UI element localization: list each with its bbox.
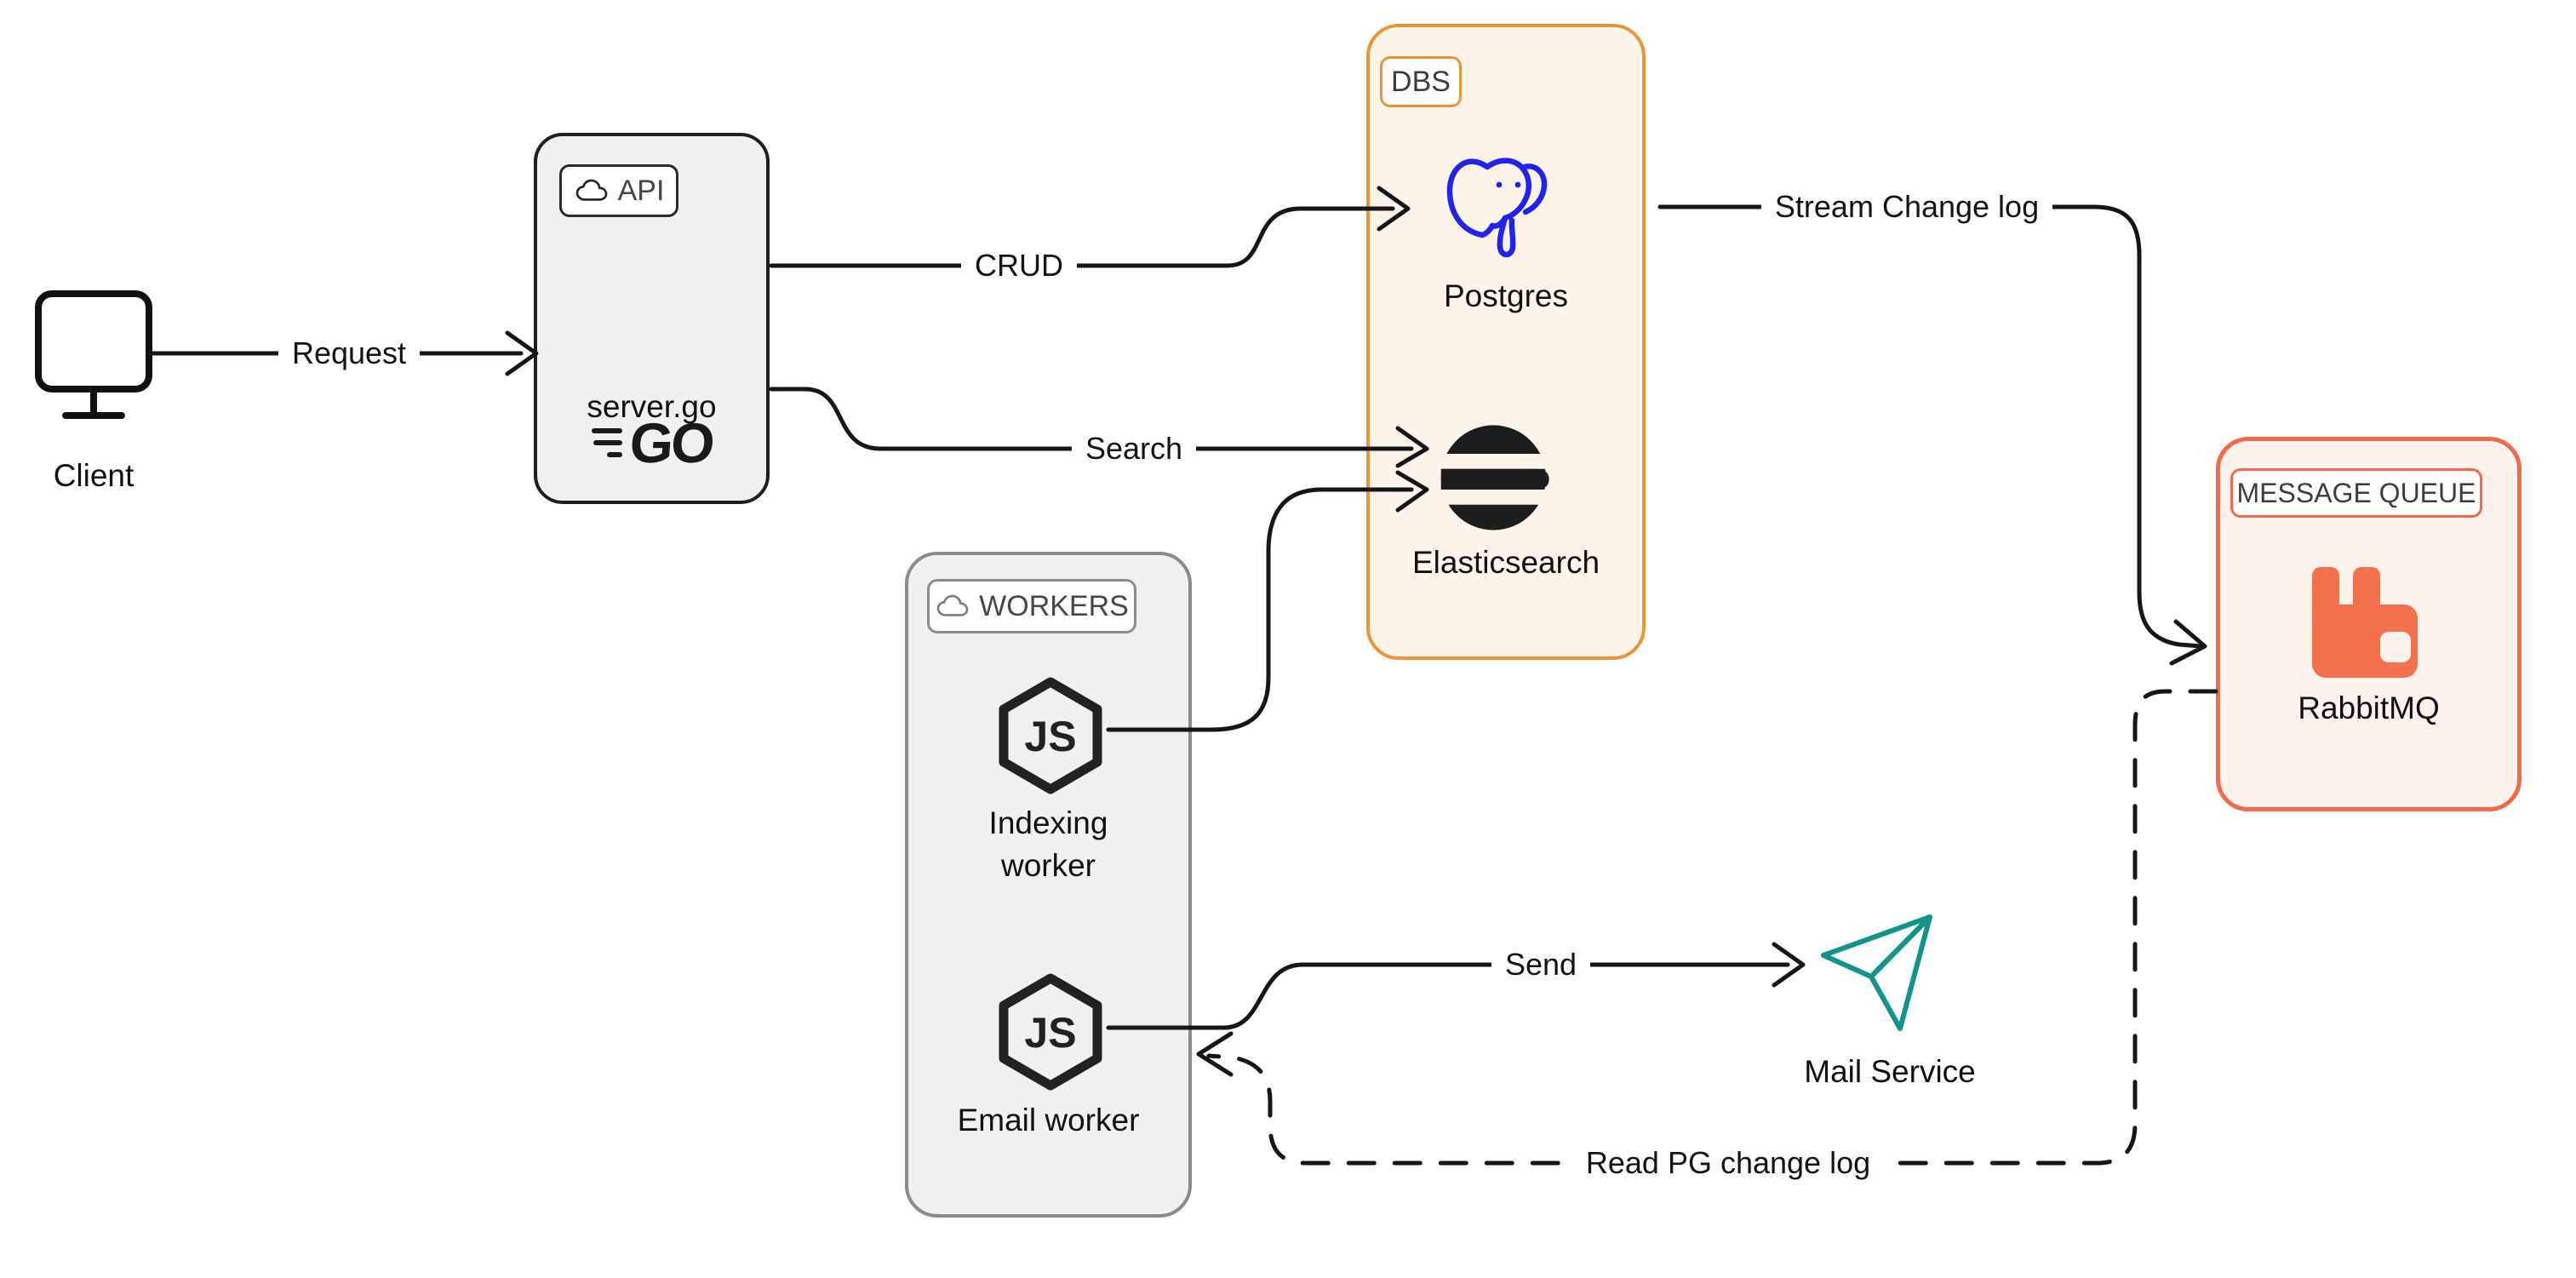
rabbitmq-icon — [2312, 567, 2418, 678]
elasticsearch-icon — [1438, 425, 1557, 530]
api-file-label: server.go — [587, 389, 717, 424]
paper-plane-icon — [1821, 914, 1932, 1031]
edge-send-arrowhead-icon — [1772, 942, 1806, 988]
dbs-badge-label: DBS — [1391, 65, 1451, 98]
postgres-label: Postgres — [1443, 278, 1568, 313]
cloud-icon — [936, 594, 969, 616]
nodejs-icon-text: JS — [1024, 713, 1076, 760]
postgres-elephant-icon — [1446, 158, 1548, 258]
workers-badge: WORKERS — [927, 579, 1136, 633]
api-badge: API — [559, 164, 678, 217]
indexing-worker-label-line1: Indexing — [988, 805, 1108, 840]
go-speed-lines-icon — [591, 428, 622, 457]
edge-read-pg-label: Read PG change log — [1571, 1143, 1885, 1183]
nodejs-icon: JS — [999, 973, 1102, 1091]
elasticsearch-label: Elasticsearch — [1411, 545, 1600, 580]
mq-badge-label: MESSAGE QUEUE — [2236, 477, 2476, 508]
go-logo: GO — [537, 411, 766, 474]
go-logo-text: GO — [627, 411, 714, 474]
rabbitmq-label: RabbitMQ — [2298, 691, 2440, 725]
cloud-icon — [575, 179, 607, 201]
edge-stream-line — [1657, 204, 2204, 649]
indexing-worker-label: Indexing worker — [908, 802, 1188, 887]
edge-read-pg-arrowhead-icon — [1196, 1031, 1234, 1077]
edge-request-arrowhead-icon — [505, 330, 539, 376]
edge-read-pg-line — [1206, 689, 2218, 1166]
edge-send-line — [1106, 962, 1790, 1030]
monitor-icon — [35, 290, 152, 419]
edge-send-label: Send — [1491, 945, 1591, 984]
node-mq-group: MESSAGE QUEUE RabbitMQ — [2216, 437, 2522, 811]
edge-crud-line — [769, 206, 1395, 268]
client-label: Client — [53, 458, 135, 493]
mq-badge: MESSAGE QUEUE — [2230, 468, 2482, 518]
edge-search-label: Search — [1071, 429, 1197, 468]
dbs-badge: DBS — [1380, 56, 1462, 107]
email-worker-label: Email worker — [957, 1103, 1140, 1138]
node-dbs-group: DBS Postgres Elasticsearch — [1366, 24, 1646, 660]
indexing-worker-label-line2: worker — [1000, 848, 1096, 883]
edge-stream-arrowhead-icon — [2169, 619, 2207, 666]
nodejs-icon: JS — [999, 677, 1102, 794]
edge-request-label: Request — [278, 334, 421, 373]
node-api-group: API GO server.go — [534, 133, 770, 504]
nodejs-icon-text: JS — [1024, 1009, 1076, 1057]
workers-badge-label: WORKERS — [979, 589, 1129, 622]
edge-stream-label: Stream Change log — [1760, 187, 2053, 226]
node-workers-group: WORKERS JS Indexing worker JS Email work… — [905, 552, 1192, 1218]
mail-service-label: Mail Service — [1804, 1054, 1976, 1089]
edge-crud-label: CRUD — [961, 246, 1077, 285]
api-badge-label: API — [617, 174, 665, 207]
